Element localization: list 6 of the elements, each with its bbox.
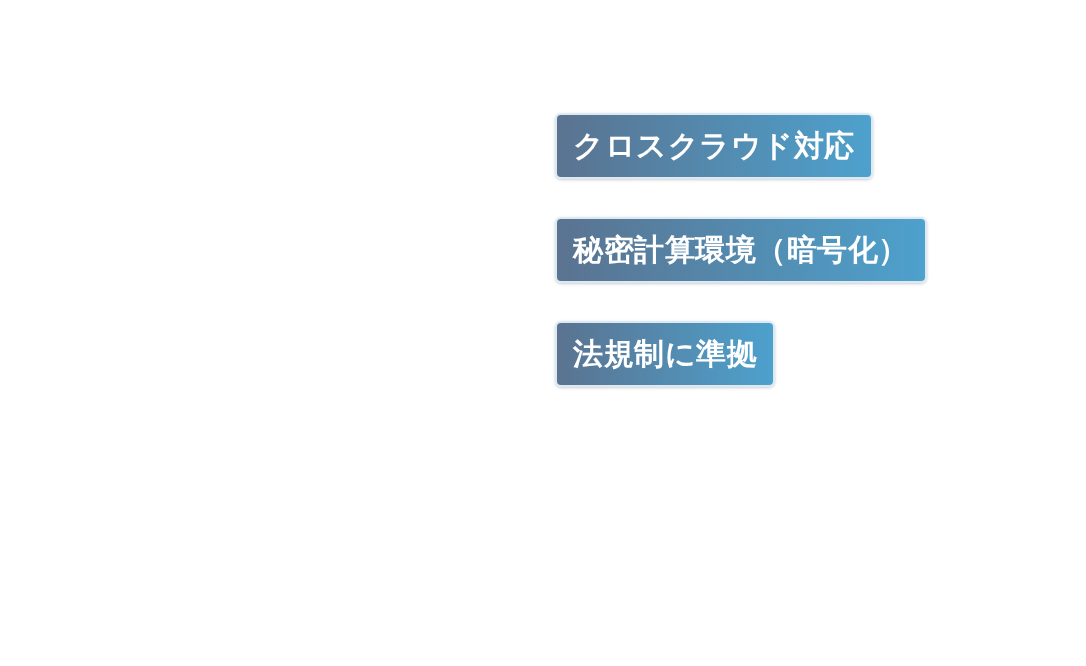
badge-text: 法規制に準拠 — [573, 334, 757, 373]
label-badge — [555, 321, 775, 387]
badge-text: クロスクラウド対応 — [573, 126, 855, 165]
label-badge — [555, 113, 873, 179]
badge-text: 秘密計算環境（暗号化） — [573, 230, 909, 269]
label-badge — [555, 217, 927, 283]
